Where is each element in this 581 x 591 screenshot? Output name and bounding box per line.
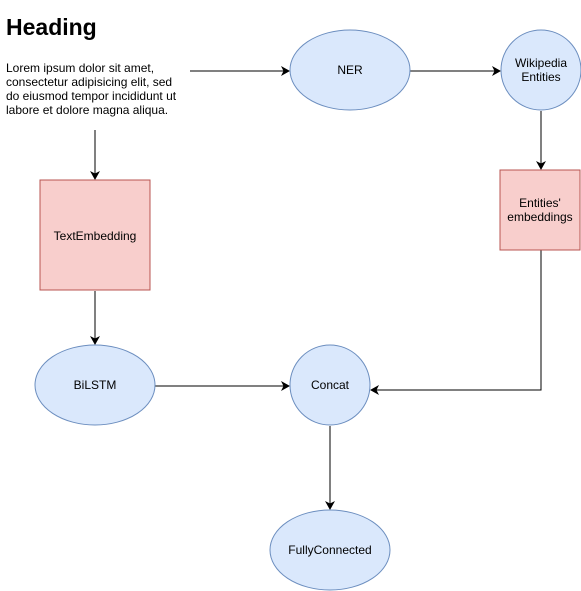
node-text-embedding-label: TextEmbedding	[54, 229, 137, 243]
node-wikipedia-entities-shape	[500, 29, 581, 111]
node-bilstm[interactable]: BiLSTM	[34, 344, 156, 426]
node-wikipedia-entities-label-line1: Wikipedia	[515, 56, 567, 70]
node-bilstm-label: BiLSTM	[74, 378, 117, 392]
node-entities-embeddings-label-line2: embeddings	[507, 210, 572, 224]
node-text-embedding-shape	[39, 179, 151, 291]
node-entities-embeddings[interactable]: Entities' embeddings	[499, 169, 581, 251]
node-ner-label: NER	[337, 63, 363, 77]
node-entities-embeddings-shape	[499, 169, 581, 251]
edge-embeddings-to-concat	[370, 250, 542, 395]
node-ner-shape	[289, 29, 411, 111]
node-ner[interactable]: NER	[289, 29, 411, 111]
node-fully-connected[interactable]: FullyConnected	[269, 509, 391, 591]
node-concat-shape	[289, 344, 371, 426]
node-entities-embeddings-label-line1: Entities'	[519, 196, 561, 210]
heading: Heading	[6, 14, 97, 40]
node-wikipedia-entities-label-line2: Entities	[521, 70, 560, 84]
node-text-embedding[interactable]: TextEmbedding	[39, 179, 151, 291]
node-fully-connected-shape	[269, 509, 391, 591]
node-concat-label: Concat	[311, 378, 350, 392]
node-concat[interactable]: Concat	[289, 344, 371, 426]
body-text: Lorem ipsum dolor sit amet, consectetur …	[6, 61, 177, 117]
node-wikipedia-entities[interactable]: Wikipedia Entities	[500, 29, 581, 111]
node-bilstm-shape	[34, 344, 156, 426]
node-fully-connected-label: FullyConnected	[288, 543, 371, 557]
